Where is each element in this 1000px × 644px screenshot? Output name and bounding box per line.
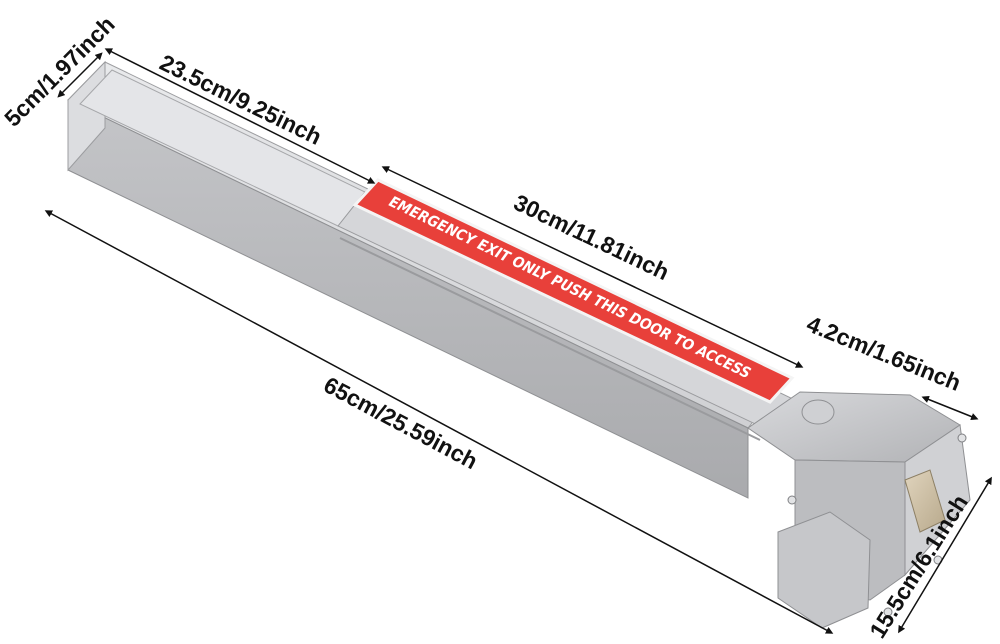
dim-line-total-length (44, 210, 834, 634)
label-head-depth: 4.2cm/1.65inch (803, 311, 964, 396)
dimension-lines (44, 48, 992, 634)
dim-line-head-depth (921, 395, 979, 421)
screw-icon (787, 495, 797, 505)
screw-icon (957, 433, 967, 443)
dim-line-head-height (898, 476, 992, 634)
label-total-length: 65cm/25.59inch (320, 371, 482, 474)
dim-line-end-section (104, 48, 376, 184)
screw-icon (883, 607, 893, 617)
dim-line-bar-height (57, 52, 103, 98)
dogging-knob (801, 399, 835, 425)
